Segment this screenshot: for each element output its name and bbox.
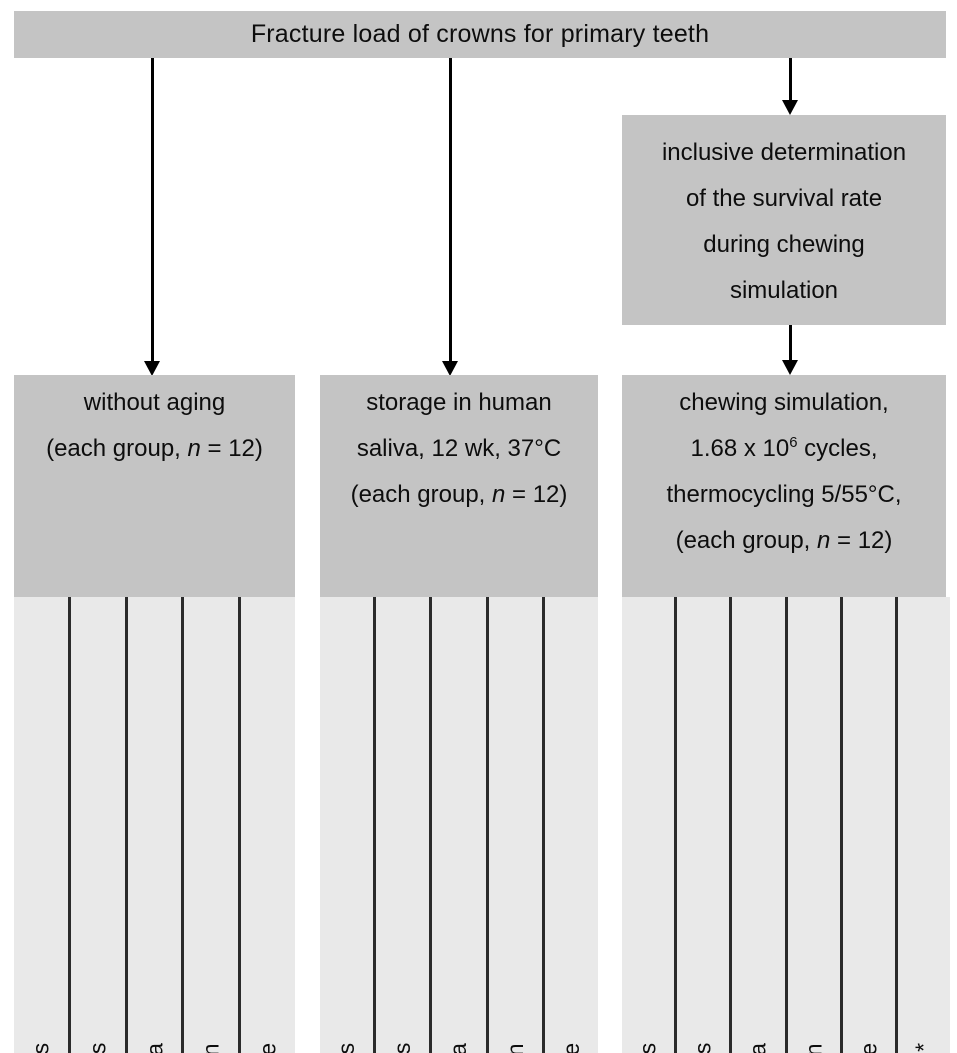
crown-column: Sprig EzCrowns xyxy=(14,597,68,1053)
crown-label: NuSmile Zirconia xyxy=(732,1043,784,1053)
crown-column: Kinder Krowns xyxy=(674,597,729,1053)
survival-line-1: inclusive determination xyxy=(661,139,907,166)
crown-label: Kinder Krowns xyxy=(677,1043,729,1053)
condition-box-without-aging: without aging (each group, n = 12) xyxy=(14,375,295,597)
connector-line-survival-to-chewing xyxy=(789,325,792,360)
crown-label: Sprig EzCrowns xyxy=(320,1043,373,1053)
crown-label: Kinder Krowns xyxy=(376,1043,429,1053)
survival-line-3: during chewing xyxy=(703,231,865,258)
crown-column: NuSmile Zirconia xyxy=(429,597,485,1053)
survival-line-2: of the survival rate xyxy=(685,185,883,212)
crown-column: Sprig EzCrowns xyxy=(320,597,373,1053)
condition-box-chewing-simulation: chewing simulation, 1.68 x 106 cycles, t… xyxy=(622,375,946,597)
crown-column: NuSmile Zirconia xyxy=(124,597,182,1053)
condition-line: (each group, n = 12) xyxy=(675,527,893,554)
crown-label: NuSmile Signature xyxy=(545,1043,598,1053)
crown-column: CAD/CAM zirconia crown xyxy=(784,597,840,1053)
crown-label: NuSmile Zirconia xyxy=(128,1043,182,1053)
condition-line: without aging xyxy=(83,389,226,416)
crown-label: CAD/CAM zirconia crown xyxy=(788,1043,840,1053)
condition-line: (each group, n = 12) xyxy=(46,435,263,462)
condition-line: chewing simulation, xyxy=(679,389,889,416)
crown-label: Sprig EzCrowns xyxy=(622,1043,674,1053)
connector-line-middle xyxy=(449,58,452,361)
connector-line-left xyxy=(151,58,154,361)
crown-column: Sprig EzCrowns xyxy=(622,597,674,1053)
condition-line: (each group, n = 12) xyxy=(350,481,568,508)
condition-line: 1.68 x 106 cycles, xyxy=(690,435,878,462)
crown-label: CAD/CAM zirconia crown xyxy=(184,1043,238,1053)
crown-label: 3M ESPE stainless-steel crown * xyxy=(898,1043,950,1053)
page-title: Fracture load of crowns for primary teet… xyxy=(250,20,710,48)
crown-column: Kinder Krowns xyxy=(67,597,125,1053)
crown-column: Kinder Krowns xyxy=(373,597,429,1053)
condition-line: thermocycling 5/55°C, xyxy=(666,481,902,508)
crown-label: CAD/CAM zirconia crown xyxy=(489,1043,542,1053)
survival-line-4: simulation xyxy=(729,277,839,304)
crown-group-saliva-storage: Sprig EzCrowns Kinder Krowns NuSmile Zir… xyxy=(320,597,598,1053)
crown-label: Kinder Krowns xyxy=(71,1043,125,1053)
crown-column: CAD/CAM zirconia crown xyxy=(181,597,238,1053)
crown-column: NuSmile Signature xyxy=(839,597,895,1053)
condition-box-saliva-storage: storage in human saliva, 12 wk, 37°C (ea… xyxy=(320,375,598,597)
crown-column: CAD/CAM zirconia crown xyxy=(485,597,542,1053)
crown-column: NuSmile Signature xyxy=(238,597,295,1053)
survival-rate-box: inclusive determination of the survival … xyxy=(622,115,946,325)
condition-line: saliva, 12 wk, 37°C xyxy=(356,435,562,462)
crown-group-without-aging: Sprig EzCrowns Kinder Krowns NuSmile Zir… xyxy=(14,597,295,1053)
crown-label: Sprig EzCrowns xyxy=(14,1043,68,1053)
crown-label: NuSmile Zirconia xyxy=(432,1043,485,1053)
crown-column: 3M ESPE stainless-steel crown * xyxy=(894,597,950,1053)
crown-group-chewing-simulation: Sprig EzCrowns Kinder Krowns NuSmile Zir… xyxy=(622,597,950,1053)
crown-label: NuSmile Signature xyxy=(241,1043,295,1053)
connector-line-right xyxy=(789,58,792,100)
crown-label: NuSmile Signature xyxy=(843,1043,895,1053)
flowchart-title-box: Fracture load of crowns for primary teet… xyxy=(14,11,946,58)
crown-column: NuSmile Zirconia xyxy=(729,597,784,1053)
crown-column: NuSmile Signature xyxy=(541,597,598,1053)
condition-line: storage in human xyxy=(366,389,552,416)
